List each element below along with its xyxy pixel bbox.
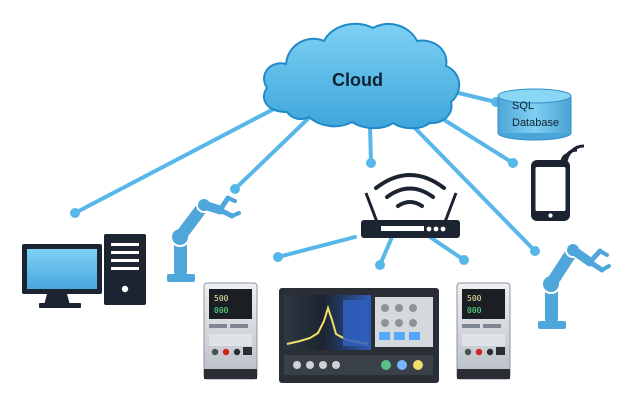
database-label-line-1: SQL: [512, 100, 535, 112]
svg-text:000: 000: [467, 306, 482, 315]
connection-dot-router: [366, 158, 376, 168]
connection-line-router-center: [378, 235, 394, 267]
connection-line-computer: [73, 99, 291, 215]
robot-arm-icon-right: [538, 242, 611, 329]
connection-line-robot-left: [233, 110, 317, 191]
svg-text:500: 500: [214, 294, 229, 303]
connection-dot-router-left: [273, 252, 283, 262]
cloud-icon: [262, 22, 461, 130]
connection-dot-phone: [508, 158, 518, 168]
power-supply-icon-left: 500 000: [203, 282, 258, 380]
robot-arm-icon-left: [167, 195, 241, 282]
oscilloscope-icon: [279, 288, 439, 383]
connection-dot-router-center: [375, 260, 385, 270]
svg-text:000: 000: [214, 306, 229, 315]
connection-dots: [70, 97, 540, 270]
database-label-line-2: Database: [512, 117, 560, 129]
svg-text:500: 500: [467, 294, 482, 303]
connection-line-router: [368, 124, 373, 165]
power-supply-icon-right: 500 000: [456, 282, 511, 380]
connection-dot-robot-right: [530, 246, 540, 256]
connection-line-router-right: [428, 235, 466, 262]
wifi-router-icon: [361, 173, 460, 238]
connection-line-router-left: [276, 235, 357, 259]
connection-dot-computer: [70, 208, 80, 218]
database-icon: [497, 88, 572, 141]
connection-dot-router-right: [459, 255, 469, 265]
desktop-computer-icon: [22, 234, 146, 308]
cloud-label: Cloud: [332, 70, 383, 90]
smartphone-icon: [531, 144, 585, 221]
connection-dot-robot-left: [230, 184, 240, 194]
connection-line-robot-right: [409, 122, 537, 253]
